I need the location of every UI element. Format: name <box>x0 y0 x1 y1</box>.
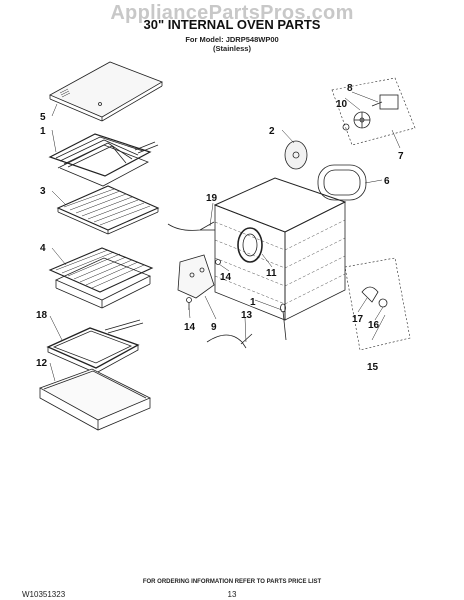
finish-line: (Stainless) <box>213 44 251 53</box>
convection-fan-group <box>331 77 416 146</box>
part-4-gliding-rack <box>48 247 154 309</box>
part-3-oven-rack <box>56 185 160 235</box>
callout-5: 5 <box>40 112 46 123</box>
part-19-sensor <box>167 221 215 231</box>
callout-17: 17 <box>352 314 364 325</box>
callout-14-lower: 14 <box>184 322 196 333</box>
callout-10: 10 <box>336 99 348 110</box>
part-14-screw-a <box>215 259 221 265</box>
part-18-broil-element <box>46 319 144 374</box>
callout-14-upper: 14 <box>220 272 232 283</box>
callout-16: 16 <box>368 320 380 331</box>
callout-9: 9 <box>211 322 217 333</box>
part-10-fan-blade <box>342 111 371 131</box>
callout-13: 13 <box>241 310 253 321</box>
callout-8: 8 <box>347 83 353 94</box>
document-number: W10351323 <box>22 590 66 599</box>
callout-7: 7 <box>398 151 404 162</box>
part-9-shield <box>177 254 215 299</box>
part-1-bake-element <box>48 133 159 187</box>
callout-12: 12 <box>36 358 48 369</box>
callout-4: 4 <box>40 243 46 254</box>
part-16-light-lens <box>378 298 388 308</box>
part-13-probe <box>206 333 253 349</box>
part-5-bottom-cover <box>49 61 163 122</box>
page-title: 30" INTERNAL OVEN PARTS <box>143 17 321 32</box>
callout-19: 19 <box>206 193 218 204</box>
model-line: For Model: JDRP548WP00 <box>185 35 279 44</box>
callout-2: 2 <box>269 126 275 137</box>
page-number: 13 <box>227 590 237 599</box>
callout-11: 11 <box>266 268 277 279</box>
part-12-tray <box>39 368 151 431</box>
callout-3: 3 <box>40 186 46 197</box>
part-6-convection-gasket <box>317 164 367 201</box>
watermark: AppliancePartsPros.com <box>110 2 354 24</box>
light-assembly-group <box>344 257 411 351</box>
callout-6: 6 <box>384 176 390 187</box>
part-2-fan-cover <box>284 140 308 170</box>
oven-cavity <box>213 177 347 321</box>
callout-1-bulb: 1 <box>250 297 256 308</box>
callout-15: 15 <box>367 362 379 373</box>
part-8-fan-motor <box>371 94 399 110</box>
callout-1: 1 <box>40 126 46 137</box>
callout-18: 18 <box>36 310 48 321</box>
part-17-light-socket <box>361 286 379 303</box>
ordering-note: FOR ORDERING INFORMATION REFER TO PARTS … <box>142 579 322 585</box>
part-1-bulb <box>280 303 287 341</box>
